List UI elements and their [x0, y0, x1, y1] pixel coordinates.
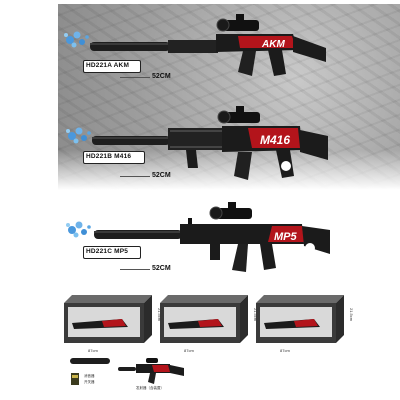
accessory-label: 发射器（含装置）: [136, 386, 164, 390]
suppressor-accessory-image: [70, 358, 110, 364]
model-label: HD221C MP5: [86, 248, 129, 255]
model-tag: [83, 246, 141, 259]
dimension-line: [120, 269, 150, 270]
accessory-label: 消音器: [84, 374, 95, 378]
model-tag: [83, 151, 145, 164]
accessory-label: 开关器: [84, 380, 95, 384]
dimension-line: [120, 77, 150, 78]
gun-small-image: [118, 358, 184, 384]
model-tag: [83, 60, 141, 73]
box-width-label: 87cm: [184, 348, 194, 353]
length-label: 52CM: [152, 73, 171, 80]
water-splash-icon: [64, 31, 89, 48]
gun-badge: M416: [260, 133, 290, 147]
package-box: [158, 293, 252, 345]
box-height-label: 21.5cm: [349, 308, 354, 322]
model-label: HD221A AKM: [86, 62, 130, 69]
gun-mp5-image: MP5: [94, 202, 330, 272]
box-height-label: 21.5cm: [253, 308, 258, 322]
package-box: [254, 293, 348, 345]
package-box: [62, 293, 156, 345]
gun-badge: AKM: [261, 39, 285, 50]
battery-accessory-image: [71, 373, 79, 385]
gun-akm-image: AKM: [90, 14, 326, 76]
water-splash-icon: [66, 221, 91, 238]
gun-badge: MP5: [274, 231, 298, 243]
length-label: 52CM: [152, 172, 171, 179]
box-width-label: 87cm: [88, 348, 98, 353]
gun-m416-image: M416: [92, 106, 328, 180]
dimension-line: [120, 176, 150, 177]
box-width-label: 87cm: [280, 348, 290, 353]
box-height-label: 21.5cm: [157, 308, 162, 322]
length-label: 52CM: [152, 265, 171, 272]
model-label: HD221B M416: [86, 153, 132, 160]
water-splash-icon: [66, 127, 91, 144]
